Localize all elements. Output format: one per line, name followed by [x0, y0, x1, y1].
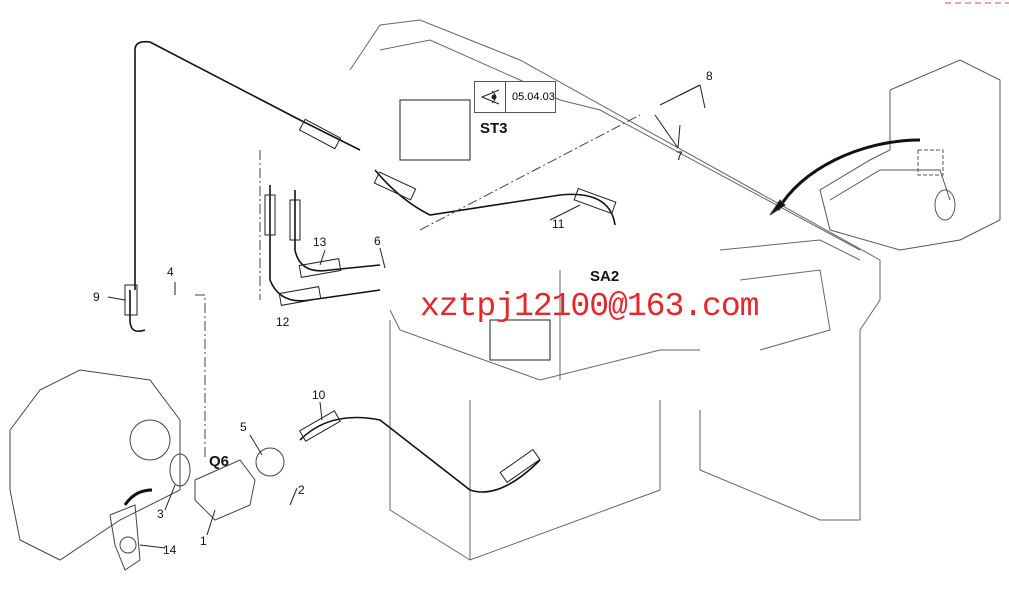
callout-6: 6 [374, 234, 381, 248]
callout-2: 2 [298, 483, 305, 497]
paver-machine [819, 59, 1001, 251]
eye-icon [475, 82, 506, 112]
watermark: xztpj12100@163.com [420, 288, 759, 325]
callout-7: 7 [676, 149, 683, 163]
leader-lines [107, 84, 706, 549]
callout-10: 10 [312, 388, 326, 402]
callout-8: 8 [706, 69, 713, 83]
callout-9: 9 [93, 290, 100, 304]
callout-13: 13 [313, 235, 327, 249]
fittings [124, 99, 617, 484]
pump-arrow [123, 488, 153, 506]
callout-3: 3 [157, 507, 164, 521]
callout-4: 4 [167, 265, 174, 279]
curved-arrow [776, 138, 921, 211]
reference-box[interactable]: 05.04.03 [474, 81, 556, 113]
callout-1: 1 [200, 534, 207, 548]
callout-5: 5 [240, 420, 247, 434]
label-sa2: SA2 [590, 268, 620, 285]
hydraulic-pump [9, 369, 285, 571]
label-st3: ST3 [480, 120, 508, 137]
callout-12: 12 [276, 315, 290, 329]
callout-11: 11 [552, 217, 565, 231]
reference-page: 05.04.03 [512, 91, 555, 103]
callout-14: 14 [163, 543, 177, 557]
label-q6: Q6 [209, 453, 230, 470]
hoses [129, 40, 616, 493]
dash-dot-lines [195, 114, 641, 460]
